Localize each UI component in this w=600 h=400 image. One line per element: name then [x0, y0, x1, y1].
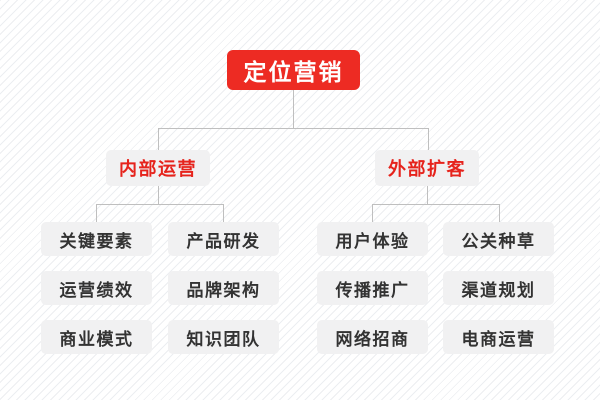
node-leaf-business-model[interactable]: 商业模式	[41, 320, 152, 354]
connector-left-col1-drop	[223, 204, 224, 222]
node-leaf-product-rd[interactable]: 产品研发	[168, 222, 279, 256]
node-leaf-user-experience[interactable]: 用户体验	[317, 222, 428, 256]
connector-left-col0-drop	[96, 204, 97, 222]
connector-left-branch-bar	[96, 204, 223, 205]
node-root[interactable]: 定位营销	[227, 50, 360, 90]
node-leaf-online-investment[interactable]: 网络招商	[317, 320, 428, 354]
connector-right-branch-bar	[372, 204, 499, 205]
connector-left-branch-stem	[158, 186, 159, 204]
connector-right-col2-drop	[372, 204, 373, 222]
connector-level1-bar	[158, 128, 429, 129]
node-leaf-pr-seeding[interactable]: 公关种草	[443, 222, 554, 256]
connector-right-branch-stem	[427, 186, 428, 204]
node-branch-internal-operations[interactable]: 内部运营	[106, 150, 210, 186]
node-leaf-communication-promotion[interactable]: 传播推广	[317, 271, 428, 305]
connector-branch-right-drop	[428, 128, 429, 150]
node-leaf-key-factors[interactable]: 关键要素	[41, 222, 152, 256]
node-branch-external-acquisition[interactable]: 外部扩客	[375, 150, 479, 186]
node-leaf-channel-planning[interactable]: 渠道规划	[443, 271, 554, 305]
node-leaf-knowledge-team[interactable]: 知识团队	[168, 320, 279, 354]
node-leaf-operation-performance[interactable]: 运营绩效	[41, 271, 152, 305]
node-leaf-brand-architecture[interactable]: 品牌架构	[168, 271, 279, 305]
connector-root-stem	[293, 90, 294, 128]
connector-right-col3-drop	[499, 204, 500, 222]
connector-branch-left-drop	[158, 128, 159, 150]
node-leaf-ecommerce-operation[interactable]: 电商运营	[443, 320, 554, 354]
